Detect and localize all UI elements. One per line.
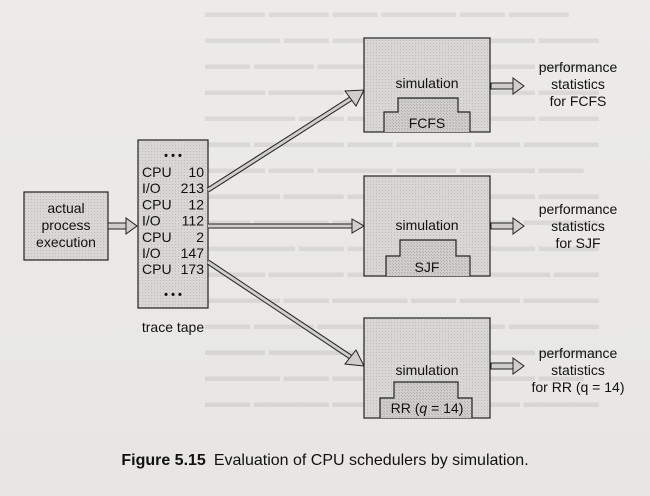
- simulation-sjf-title: simulation: [395, 217, 458, 233]
- actual-process-label-1: actual: [47, 200, 84, 216]
- trace-row-value: 12: [188, 196, 204, 212]
- arrow-rr-to-stats: [490, 357, 525, 375]
- arrow-tape-to-rr: [206, 259, 365, 367]
- arrow-tape-to-fcfs: [206, 89, 365, 193]
- figure-caption-text: Evaluation of CPU schedulers by simulati…: [213, 452, 529, 469]
- fcfs-output-line-2: statistics: [551, 76, 605, 92]
- rr-q-var: q: [419, 400, 427, 416]
- trace-row-value: 213: [181, 180, 205, 196]
- trace-row-value: 112: [182, 213, 205, 229]
- arrow-fcfs-to-stats: [490, 77, 525, 95]
- trace-row-name: CPU: [142, 261, 172, 277]
- trace-row-name: CPU: [142, 196, 172, 212]
- sjf-output-line-1: performance: [539, 201, 618, 217]
- simulation-fcfs-scheduler: FCFS: [409, 115, 446, 131]
- trace-row-value: 2: [196, 229, 204, 245]
- actual-process-label-2: process: [41, 217, 90, 233]
- rr-output-line-2: statistics: [551, 362, 605, 378]
- arrow-execution-to-tape: [107, 217, 138, 235]
- arrow-sjf-to-stats: [490, 217, 525, 235]
- fcfs-output-line-1: performance: [539, 59, 618, 75]
- figure-number: Figure 5.15: [121, 452, 206, 469]
- trace-row-value: 10: [188, 164, 204, 180]
- trace-row-value: 173: [181, 261, 205, 277]
- actual-process-label-3: execution: [36, 234, 96, 250]
- trace-row-name: CPU: [142, 229, 172, 245]
- trace-row-name: I/O: [142, 245, 161, 261]
- simulation-fcfs: simulation FCFS: [363, 37, 491, 133]
- rr-output-line-3: for RR (q = 14): [532, 379, 625, 395]
- figure-caption: Figure 5.15 Evaluation of CPU schedulers …: [0, 452, 650, 470]
- trace-tape-label: trace tape: [142, 319, 204, 335]
- actual-process-box: [23, 191, 109, 261]
- trace-row-name: I/O: [142, 180, 161, 196]
- rr-suffix: = 14): [427, 400, 463, 416]
- trace-dots-top: • • •: [164, 150, 182, 162]
- sjf-output-line-3: for SJF: [555, 235, 600, 251]
- arrow-tape-to-sjf: [208, 218, 365, 234]
- sjf-output-line-2: statistics: [551, 218, 605, 234]
- rr-prefix: RR (: [391, 400, 420, 416]
- fcfs-output-line-3: for FCFS: [550, 93, 607, 109]
- trace-row-name: CPU: [142, 164, 172, 180]
- trace-row-value: 147: [181, 245, 205, 261]
- rr-output-line-1: performance: [539, 345, 618, 361]
- simulation-rr: simulation RR (q = 14): [363, 317, 491, 419]
- simulation-fcfs-title: simulation: [395, 75, 458, 91]
- trace-row-name: I/O: [142, 213, 161, 229]
- trace-dots-bottom: • • •: [164, 289, 182, 301]
- simulation-sjf: simulation SJF: [363, 175, 491, 277]
- simulation-rr-scheduler: RR (q = 14): [391, 400, 464, 416]
- simulation-sjf-scheduler: SJF: [415, 259, 440, 275]
- simulation-rr-title: simulation: [395, 362, 458, 378]
